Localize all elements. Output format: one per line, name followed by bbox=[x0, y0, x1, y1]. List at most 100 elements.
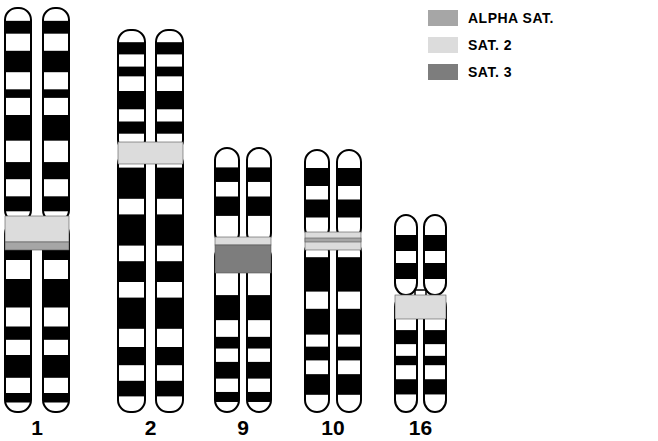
chromatid-arm bbox=[156, 152, 183, 412]
chromosome-ideogram bbox=[5, 8, 69, 412]
chromatid-arm bbox=[215, 148, 239, 245]
chromosome-band bbox=[119, 42, 144, 54]
chromosome-number: 1 bbox=[31, 417, 43, 439]
chromatid-arm bbox=[305, 240, 329, 412]
chromosome-band bbox=[216, 362, 238, 379]
chromosome-band bbox=[157, 347, 182, 365]
chromosome-band bbox=[119, 168, 144, 199]
chromosome-band bbox=[44, 327, 68, 340]
chromosome-band bbox=[6, 21, 30, 34]
chromosome-band bbox=[248, 362, 270, 379]
legend-swatch bbox=[428, 10, 458, 26]
legend-text: SAT. 3 bbox=[468, 64, 512, 80]
chromosome-band bbox=[44, 21, 68, 34]
chromosome-band bbox=[338, 200, 360, 218]
chromosome-band bbox=[44, 355, 68, 378]
chromosome-band bbox=[248, 197, 270, 216]
chromosome-band bbox=[6, 196, 30, 211]
chromosome-band bbox=[44, 393, 68, 403]
chromosome-band bbox=[306, 200, 328, 218]
chromosome-number: 10 bbox=[321, 417, 344, 439]
chromosome-band bbox=[119, 381, 144, 397]
chromosome-band bbox=[6, 355, 30, 378]
chromosome-band bbox=[157, 42, 182, 54]
legend-swatch bbox=[428, 64, 458, 80]
chromosome-band bbox=[216, 392, 238, 402]
chromatid-arm bbox=[5, 222, 31, 412]
chromosome-band bbox=[216, 167, 238, 182]
chromosome-band bbox=[119, 122, 144, 134]
chromosome-band bbox=[338, 309, 360, 335]
satellite-region bbox=[215, 237, 271, 245]
chromosome-band bbox=[157, 67, 182, 77]
chromosome-band bbox=[216, 295, 238, 320]
chromosome-band bbox=[157, 381, 182, 397]
chromosome-band bbox=[248, 167, 270, 182]
chromosome-band bbox=[119, 214, 144, 245]
chromosome-ideogram bbox=[215, 148, 271, 412]
chromosome-band bbox=[6, 162, 30, 179]
chromosome-band bbox=[425, 356, 445, 365]
chromosome-band bbox=[157, 122, 182, 134]
chromosome-band bbox=[425, 263, 445, 279]
chromosome-band bbox=[44, 115, 68, 141]
chromosome-band bbox=[248, 295, 270, 320]
chromosome-band bbox=[157, 168, 182, 199]
chromosome-band bbox=[216, 197, 238, 216]
chromosome-band bbox=[306, 309, 328, 335]
chromosome-band bbox=[396, 356, 416, 365]
chromosome-band bbox=[6, 115, 30, 141]
chromatid-arm bbox=[118, 30, 145, 152]
legend-text: SAT. 2 bbox=[468, 37, 512, 53]
chromosome-band bbox=[338, 347, 360, 361]
chromosome-band bbox=[338, 257, 360, 291]
chromosome-ideogram bbox=[118, 30, 183, 412]
chromosome-number: 9 bbox=[237, 417, 249, 439]
chromosome-band bbox=[6, 279, 30, 308]
chromosome-band bbox=[248, 337, 270, 349]
chromosome-band bbox=[6, 393, 30, 403]
chromosome-band bbox=[396, 330, 416, 344]
chromatid-arm bbox=[424, 215, 446, 295]
chromatid-arm bbox=[395, 215, 417, 295]
chromosome-band bbox=[157, 261, 182, 282]
chromatid-arm bbox=[5, 8, 31, 222]
chromosome-band bbox=[119, 67, 144, 77]
legend-text: ALPHA SAT. bbox=[468, 10, 554, 26]
chromosome-band bbox=[119, 347, 144, 365]
satellite-region bbox=[305, 238, 361, 242]
satellite-region bbox=[118, 142, 183, 164]
chromosome-band bbox=[44, 162, 68, 179]
chromosome-band bbox=[44, 279, 68, 308]
legend-swatch bbox=[428, 37, 458, 53]
chromosome-band bbox=[338, 168, 360, 186]
chromosome-band bbox=[306, 347, 328, 361]
chromosome-band bbox=[119, 91, 144, 109]
chromosome-band bbox=[425, 330, 445, 344]
chromosome-band bbox=[44, 89, 68, 98]
chromosome-band bbox=[44, 196, 68, 211]
chromosome-band bbox=[306, 168, 328, 186]
satellite-region bbox=[5, 216, 69, 242]
chromosome-number: 2 bbox=[145, 417, 157, 439]
chromosome-band bbox=[248, 392, 270, 402]
chromosome-band bbox=[6, 51, 30, 72]
chromosome-band bbox=[306, 374, 328, 395]
chromosome-band bbox=[425, 379, 445, 394]
satellite-region bbox=[305, 232, 361, 250]
chromosome-band bbox=[396, 235, 416, 251]
chromosome-band bbox=[157, 214, 182, 245]
chromosome-ideogram bbox=[305, 150, 361, 412]
chromatid-arm bbox=[118, 152, 145, 412]
satellite-region bbox=[395, 295, 446, 319]
chromatid-arm bbox=[337, 240, 361, 412]
chromosome-band bbox=[157, 91, 182, 109]
chromatid-arm bbox=[43, 222, 69, 412]
chromatid-arm bbox=[337, 150, 361, 240]
chromatid-arm bbox=[247, 148, 271, 245]
chromosome-ideogram bbox=[395, 215, 446, 412]
chromosome-band bbox=[6, 89, 30, 98]
satellite-region bbox=[215, 245, 271, 273]
chromosome-band bbox=[119, 298, 144, 329]
